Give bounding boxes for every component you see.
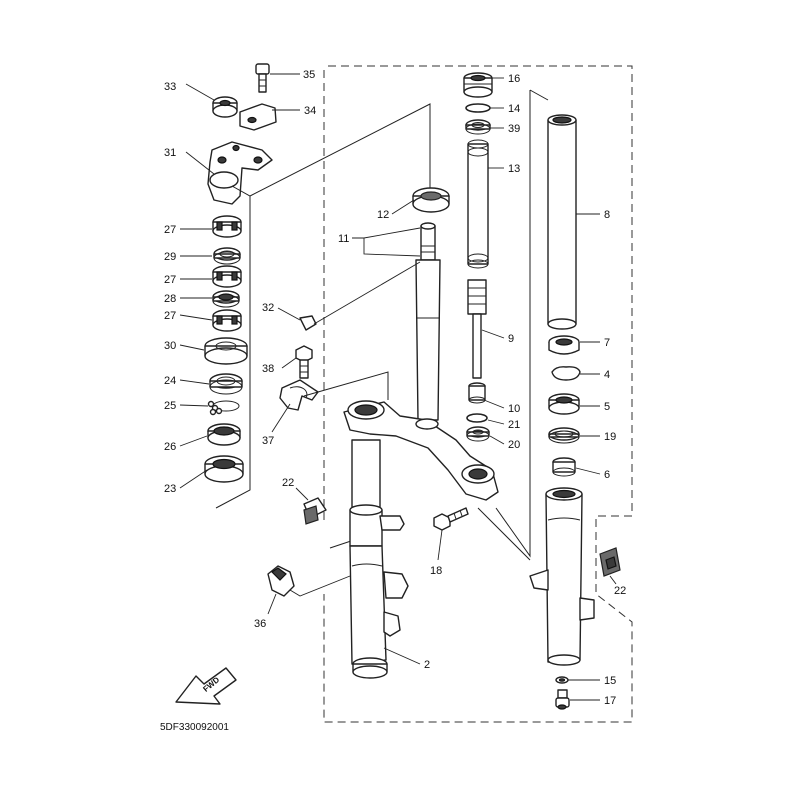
washer-20 <box>466 426 490 442</box>
collar-39 <box>465 119 491 135</box>
clip-22-right <box>599 547 621 577</box>
callout-2: 2 <box>424 659 430 671</box>
oil-lock-piece-10 <box>468 382 486 404</box>
bolt-17 <box>555 689 570 710</box>
bearing-balls-25 <box>207 400 240 416</box>
left-fork-leg-2 <box>349 439 409 679</box>
clip-22-left <box>303 497 327 525</box>
bolt-38 <box>295 345 313 379</box>
ring-nut-27-lower <box>212 309 242 332</box>
callout-21: 21 <box>508 419 520 431</box>
left-steering-parts <box>204 63 431 509</box>
bolt-18 <box>433 507 469 531</box>
inner-tube-8 <box>547 114 577 330</box>
bracket-group-line <box>303 371 531 561</box>
callout-11: 11 <box>338 233 349 245</box>
callout-13: 13 <box>508 163 520 175</box>
leader-lines <box>179 73 617 701</box>
diagram-code: 5DF330092001 <box>160 722 229 733</box>
callout-19: 19 <box>604 431 616 443</box>
handle-crown-31 <box>207 141 273 205</box>
guide-bush-6 <box>552 457 576 477</box>
fork-internal-parts <box>463 72 493 442</box>
bearing-race-24 <box>209 373 243 395</box>
callout-18: 18 <box>430 565 442 577</box>
callout-numbers: 35 33 34 31 27 29 27 28 27 30 24 25 26 2… <box>164 69 626 707</box>
callout-12: 12 <box>377 209 389 221</box>
bearing-race-26 <box>207 423 241 446</box>
right-outer-tube <box>529 487 595 666</box>
callout-22-left: 22 <box>282 477 294 489</box>
callout-37: 37 <box>262 435 274 447</box>
retaining-clip-4 <box>551 366 581 381</box>
callout-20: 20 <box>508 439 520 451</box>
ring-nut-27-top <box>212 215 242 238</box>
callout-14: 14 <box>508 103 520 115</box>
right-group-bracket <box>495 89 549 558</box>
circlip-21 <box>466 413 488 423</box>
callout-27-lower: 27 <box>164 310 176 322</box>
under-bracket <box>343 400 499 501</box>
cap-bolt-16 <box>463 72 493 98</box>
lock-washer-29 <box>213 247 241 265</box>
washer-19 <box>548 427 580 444</box>
callout-33: 33 <box>164 81 176 93</box>
callout-8: 8 <box>604 209 610 221</box>
fork-assembly-dashed-outline <box>323 65 633 723</box>
steering-stem-shaft <box>415 259 441 421</box>
callout-5: 5 <box>604 401 610 413</box>
center-stem-parts <box>279 187 531 561</box>
washer-28 <box>212 290 240 308</box>
callout-4: 4 <box>604 369 610 381</box>
oil-seal-5 <box>548 393 580 415</box>
bearing-cover-30 <box>204 337 248 365</box>
holder-36 <box>267 565 351 597</box>
callout-25: 25 <box>164 400 176 412</box>
washer-15 <box>555 676 569 684</box>
hose-holder-37 <box>279 379 319 411</box>
callout-10: 10 <box>508 403 520 415</box>
callout-26: 26 <box>164 441 176 453</box>
callout-27-top: 27 <box>164 224 176 236</box>
right-fork-parts <box>495 89 595 710</box>
callout-24: 24 <box>164 375 176 387</box>
callout-30: 30 <box>164 340 176 352</box>
cap-32 <box>299 315 317 331</box>
callout-34: 34 <box>304 105 316 117</box>
callout-39: 39 <box>508 123 520 135</box>
callout-32: 32 <box>262 302 274 314</box>
callout-35: 35 <box>303 69 315 81</box>
callout-27-middle: 27 <box>164 274 176 286</box>
callout-7: 7 <box>604 337 610 349</box>
fwd-arrow: FWD <box>175 667 237 705</box>
callout-17: 17 <box>604 695 616 707</box>
dust-seal-7 <box>548 335 580 355</box>
steering-stem-top-11 <box>420 222 436 261</box>
damper-rod-9 <box>467 279 487 379</box>
callout-28: 28 <box>164 293 176 305</box>
ring-nut-27-middle <box>212 265 242 288</box>
dust-seal-12 <box>412 187 450 213</box>
nut-33 <box>212 96 238 118</box>
callout-38: 38 <box>262 363 274 375</box>
handle-holder-34 <box>239 103 277 131</box>
callout-6: 6 <box>604 469 610 481</box>
dust-seal-23 <box>204 455 244 483</box>
callout-15: 15 <box>604 675 616 687</box>
callout-23: 23 <box>164 483 176 495</box>
callout-31: 31 <box>164 147 176 159</box>
callout-22-right: 22 <box>614 585 626 597</box>
callout-36: 36 <box>254 618 266 630</box>
o-ring-14 <box>465 103 491 113</box>
bolt-35 <box>255 63 270 93</box>
callout-9: 9 <box>508 333 514 345</box>
callout-29: 29 <box>164 251 176 263</box>
callout-16: 16 <box>508 73 520 85</box>
fork-spring-13 <box>467 139 489 269</box>
steering-group-bracket <box>215 103 431 509</box>
